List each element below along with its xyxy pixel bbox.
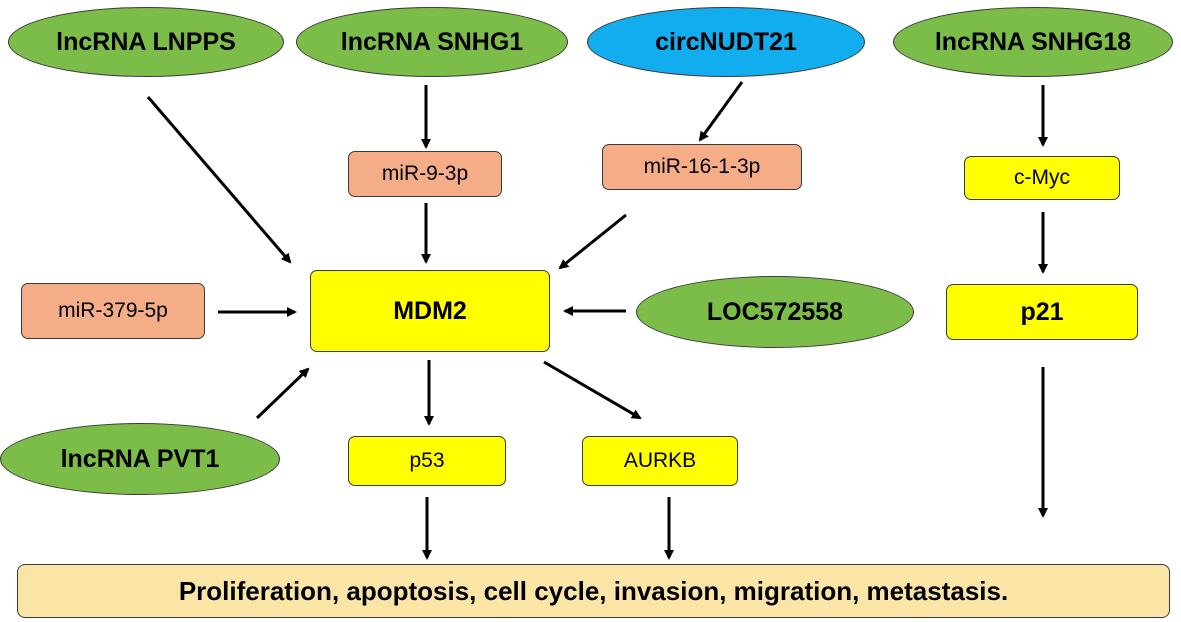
arrow-circnudt21-to-mir16	[698, 81, 744, 142]
arrow-pvt1-to-mdm2	[255, 367, 310, 420]
arrow-mdm2-to-aurkb	[543, 360, 642, 420]
mir-9-3p-node: miR-9-3p	[348, 151, 502, 197]
p21-node: p21	[946, 284, 1138, 340]
loc572558-node: LOC572558	[636, 276, 914, 348]
c-myc-node: c-Myc	[964, 156, 1120, 200]
arrow-lnpps-to-mdm2	[146, 96, 292, 264]
lncrna-snhg18-node: lncRNA SNHG18	[893, 7, 1173, 77]
lncrna-pvt1-node: lncRNA PVT1	[0, 423, 280, 495]
mdm2-node: MDM2	[310, 270, 550, 352]
arrow-mir16-to-mdm2	[558, 213, 627, 270]
lncrna-snhg1-node: lncRNA SNHG1	[296, 7, 568, 77]
outcome-box: Proliferation, apoptosis, cell cycle, in…	[17, 564, 1170, 618]
circnudt21-node: circNUDT21	[587, 7, 865, 77]
lncrna-lnpps-node: lncRNA LNPPS	[8, 7, 284, 77]
mir-16-1-3p-node: miR-16-1-3p	[602, 144, 802, 190]
p53-node: p53	[348, 436, 506, 486]
aurkb-node: AURKB	[582, 436, 738, 486]
mir-379-5p-node: miR-379-5p	[21, 283, 205, 339]
